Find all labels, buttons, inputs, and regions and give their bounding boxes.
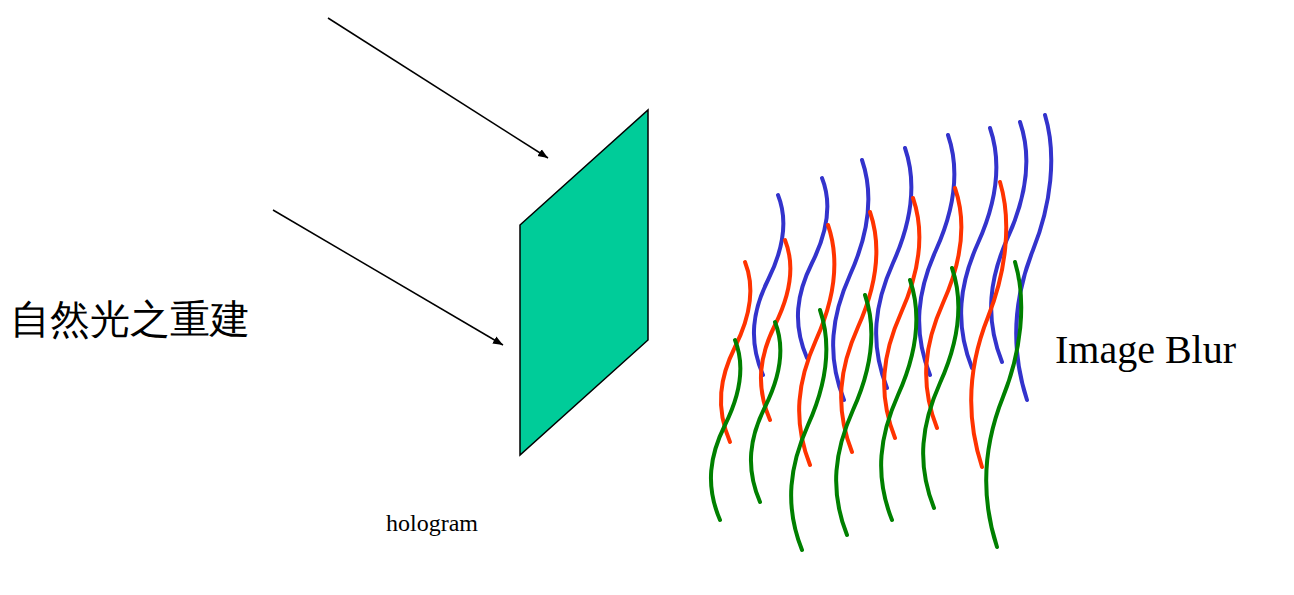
plate-shape (350, 105, 660, 555)
red-waves (721, 182, 1006, 467)
green-waves (711, 262, 1021, 550)
blue-waves (754, 115, 1051, 400)
light-ray (273, 210, 503, 345)
caption-label: 自然光之重建 (10, 292, 250, 347)
hologram-plate: hologram (350, 105, 660, 555)
image-label: Image Blur (1055, 326, 1236, 373)
wavefronts (711, 115, 1051, 550)
plate-label: hologram (386, 510, 478, 537)
light-ray (328, 18, 548, 158)
